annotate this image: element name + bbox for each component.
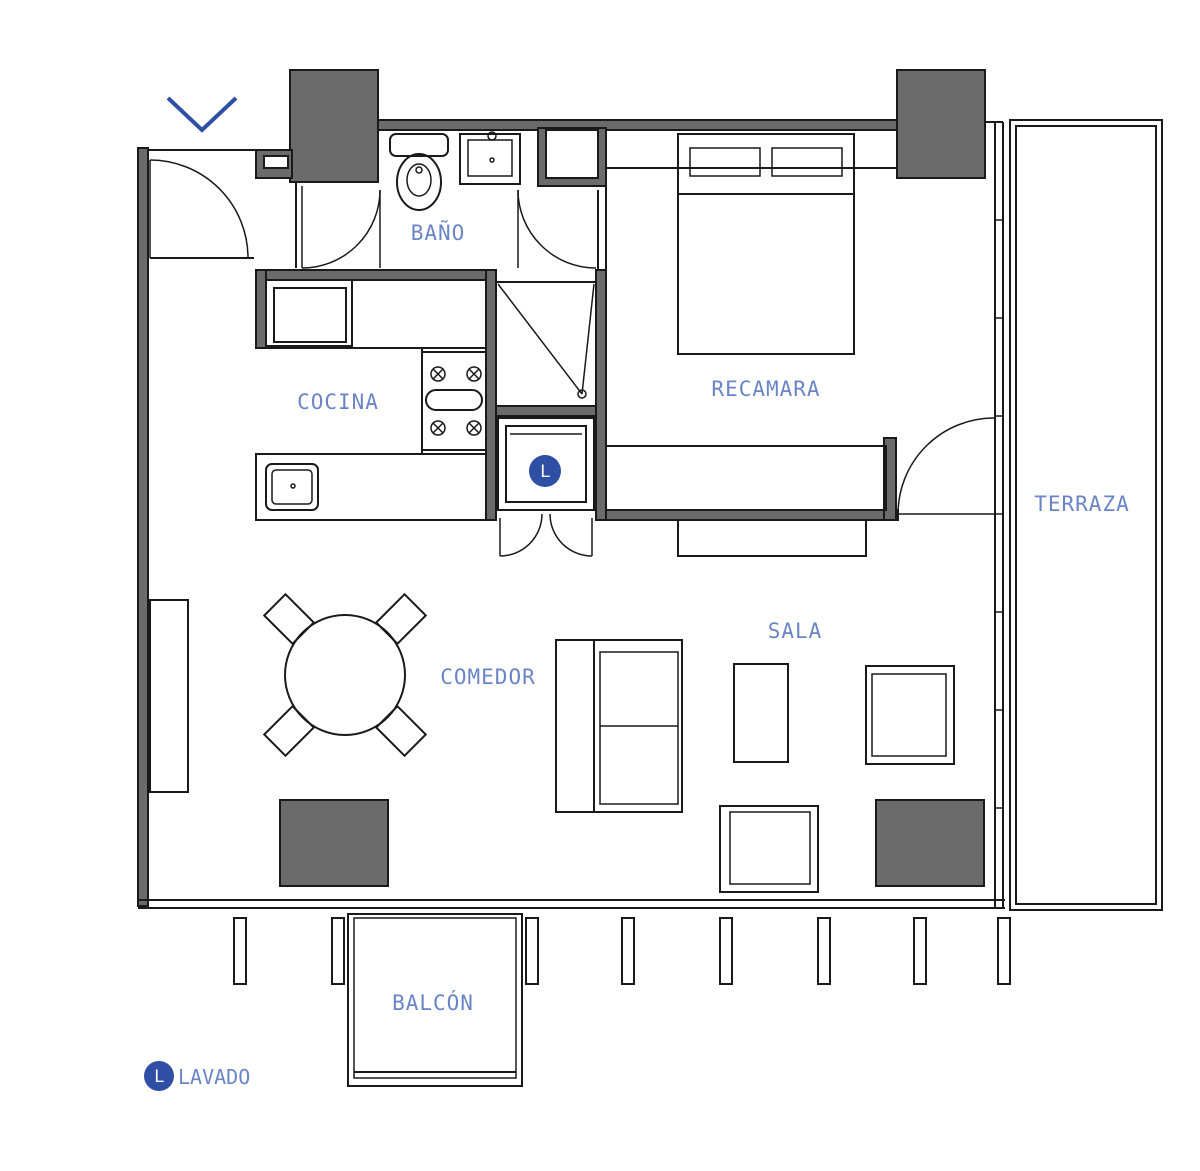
living-furniture xyxy=(149,519,955,893)
bathroom xyxy=(292,127,607,269)
room-label-comedor: COMEDOR xyxy=(440,665,536,689)
bedroom xyxy=(605,133,995,515)
north-arrow-icon xyxy=(166,96,238,133)
room-label-terraza: TERRAZA xyxy=(1034,492,1130,516)
terrace xyxy=(995,119,1163,911)
laundry-badge-letter: L xyxy=(540,462,550,482)
room-label-sala: SALA xyxy=(768,619,823,643)
room-label-recamara: RECAMARA xyxy=(711,377,820,401)
entry-door xyxy=(149,149,293,259)
balcony xyxy=(347,913,523,1087)
column-top-right xyxy=(896,69,986,179)
legend: L LAVADO xyxy=(144,1061,250,1091)
room-label-bano: BAÑO xyxy=(411,219,466,245)
column-bottom-right xyxy=(875,799,985,887)
laundry-closet xyxy=(497,417,595,557)
legend-badge-icon xyxy=(144,1061,174,1091)
legend-badge-letter: L xyxy=(154,1067,164,1087)
column-bottom-left xyxy=(279,799,389,887)
legend-label: LAVADO xyxy=(178,1065,250,1089)
column-top-left xyxy=(289,69,379,183)
room-label-cocina: COCINA xyxy=(297,390,379,414)
room-label-balcon: BALCÓN xyxy=(392,990,474,1015)
kitchen xyxy=(255,279,487,521)
shower xyxy=(495,281,597,407)
facade-fins xyxy=(233,917,1011,985)
laundry-badge-icon: L xyxy=(529,455,561,487)
